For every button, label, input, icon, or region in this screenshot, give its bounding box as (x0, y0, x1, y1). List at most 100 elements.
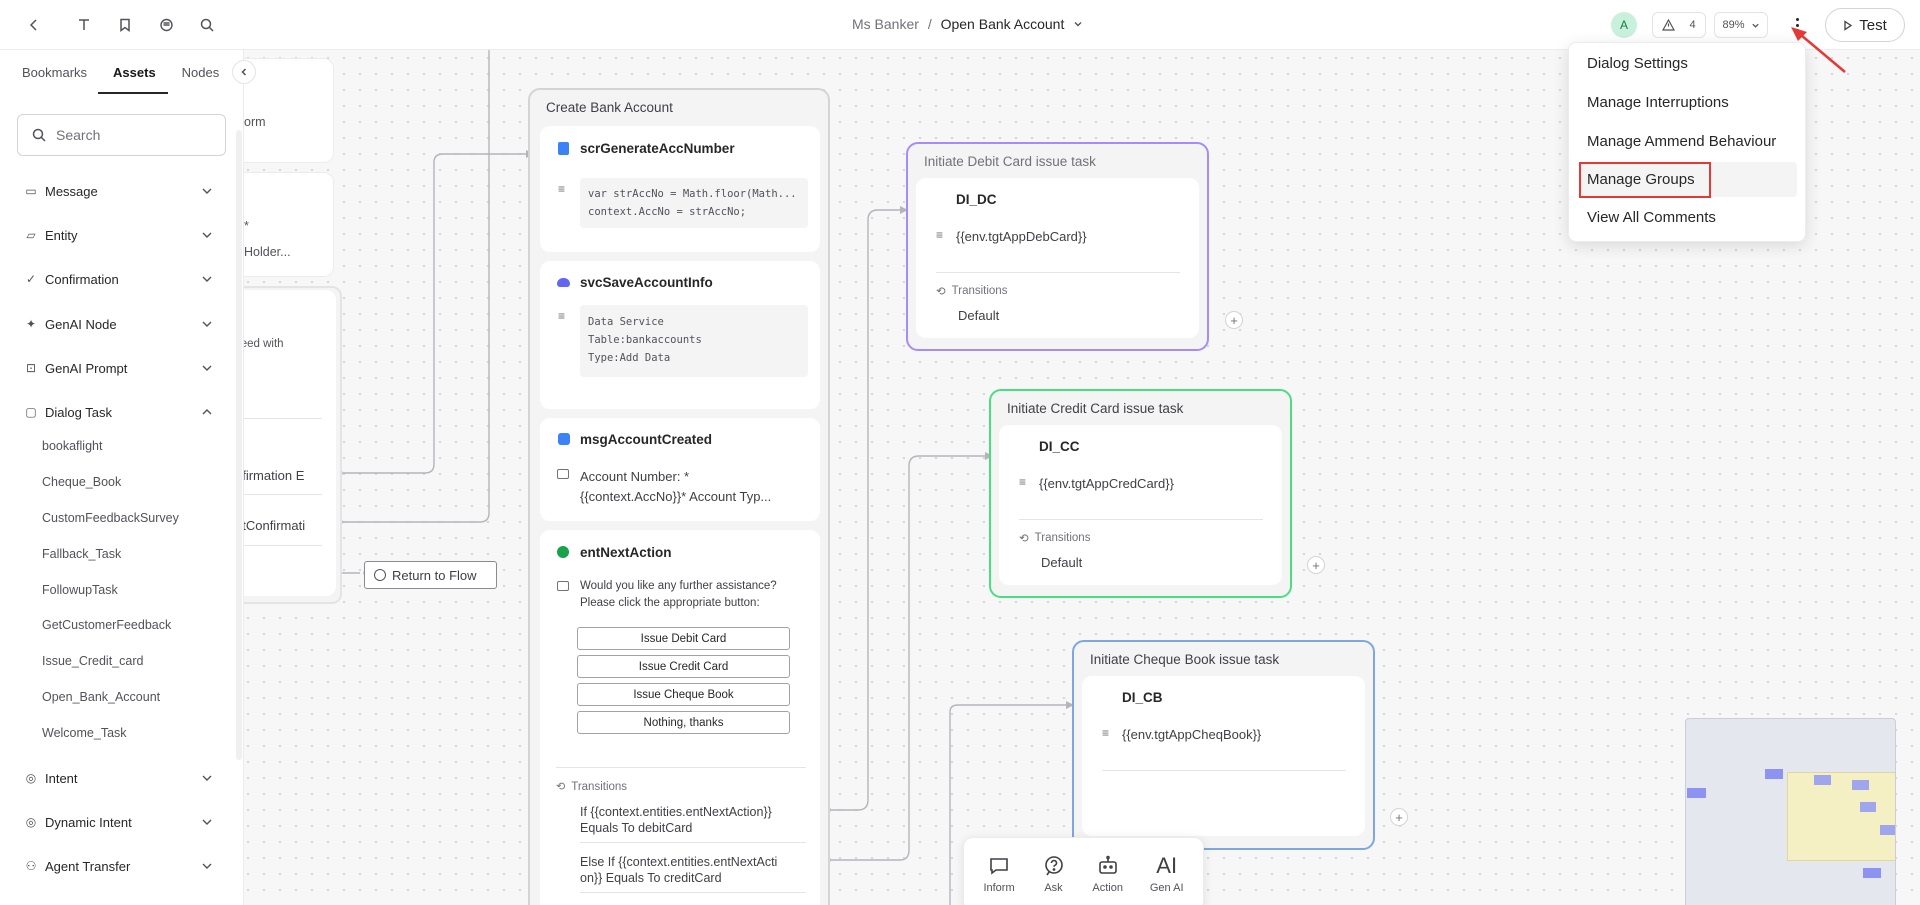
category-dynamic-intent[interactable]: ◎ Dynamic Intent (24, 808, 214, 836)
lines-icon: ≡ (558, 182, 566, 196)
script-node[interactable]: scrGenerateAccNumber ≡ var strAccNo = Ma… (540, 126, 820, 252)
chevron-down-icon (202, 321, 212, 327)
partial-node-card-2[interactable]: * Holder... (230, 172, 334, 277)
category-agent-transfer[interactable]: ⚇ Agent Transfer (24, 852, 214, 880)
add-node-button[interactable]: + (1225, 311, 1243, 329)
node-title: DI_CC (1039, 439, 1080, 454)
menu-item-manage-groups[interactable]: Manage Groups (1587, 171, 1695, 188)
warning-icon (1662, 19, 1676, 31)
issue-credit-card-button[interactable]: Issue Credit Card (577, 655, 790, 678)
divider (580, 842, 806, 843)
dialog-task-item[interactable]: Cheque_Book (42, 475, 122, 489)
sidebar-scrollbar[interactable] (236, 130, 242, 760)
category-message[interactable]: ▭ Message (24, 177, 214, 205)
tab-bookmarks[interactable]: Bookmarks (22, 64, 88, 80)
text-icon[interactable] (72, 13, 96, 37)
search-icon[interactable] (195, 13, 219, 37)
chevron-down-icon (202, 775, 212, 781)
add-node-button[interactable]: + (1390, 808, 1408, 826)
dialog-invoke-node[interactable]: DI_CB ≡ {{env.tgtAppCheqBook}} (1082, 676, 1365, 836)
ask-tool[interactable]: Ask (1042, 854, 1066, 894)
kebab-icon (1795, 18, 1799, 21)
test-button[interactable]: Test (1825, 8, 1905, 42)
chevron-down-icon[interactable] (1073, 19, 1083, 29)
sidebar-tabs: Bookmarks Assets Nodes (10, 50, 231, 94)
message-icon (558, 433, 570, 445)
dialog-task-item[interactable]: Fallback_Task (42, 547, 122, 561)
add-node-button[interactable]: + (1307, 556, 1325, 574)
service-node[interactable]: svcSaveAccountInfo ≡ Data Service Table:… (540, 261, 820, 409)
dialog-invoke-node[interactable]: DI_DC ≡ {{env.tgtAppDebCard}} ⟲ Transiti… (916, 178, 1199, 338)
category-label: Message (45, 183, 98, 199)
category-genai-node[interactable]: ✦ GenAI Node (24, 310, 214, 338)
transition-if[interactable]: If {{context.entities.entNextAction}} Eq… (580, 804, 772, 836)
menu-item-dialog-settings[interactable]: Dialog Settings (1587, 55, 1688, 72)
partial-node-card-3[interactable]: ceed with nfirmation E ntConfirmati (232, 290, 336, 596)
warnings-badge[interactable]: 4 (1652, 12, 1706, 38)
lines-icon: ≡ (936, 228, 944, 242)
group-title: Initiate Cheque Book issue task (1090, 652, 1280, 667)
tab-assets[interactable]: Assets (113, 64, 156, 80)
menu-item-manage-ammend-behaviour[interactable]: Manage Ammend Behaviour (1587, 133, 1777, 150)
action-tool[interactable]: Action (1092, 854, 1123, 894)
collapse-sidebar-button[interactable] (232, 60, 256, 84)
zoom-select[interactable]: 89% (1714, 12, 1768, 38)
category-genai-prompt[interactable]: ⊡ GenAI Prompt (24, 354, 214, 382)
lines-icon: ≡ (1019, 475, 1027, 489)
cheque-book-group[interactable]: Initiate Cheque Book issue task DI_CB ≡ … (1072, 640, 1375, 850)
breadcrumb-bot[interactable]: Ms Banker (852, 16, 919, 32)
service-line: Type:Add Data (588, 352, 671, 364)
inform-tool[interactable]: Inform (983, 854, 1015, 894)
genai-tool[interactable]: AI Gen AI (1150, 854, 1184, 895)
dialog-task-item[interactable]: FollowupTask (42, 583, 118, 597)
minimap-viewport[interactable] (1787, 772, 1895, 861)
default-transition[interactable]: Default (1041, 555, 1083, 570)
transition-else-if[interactable]: Else If {{context.entities.entNextActi o… (580, 854, 777, 886)
back-icon[interactable] (22, 13, 46, 37)
menu-item-manage-interruptions[interactable]: Manage Interruptions (1587, 94, 1729, 111)
category-intent[interactable]: ◎ Intent (24, 764, 214, 792)
default-transition[interactable]: Default (958, 308, 1000, 323)
menu-item-view-all-comments[interactable]: View All Comments (1587, 209, 1716, 226)
debit-card-group[interactable]: Initiate Debit Card issue task DI_DC ≡ {… (906, 142, 1209, 351)
play-icon (1844, 19, 1853, 31)
breadcrumb-current[interactable]: Open Bank Account (940, 16, 1065, 32)
code-block: var strAccNo = Math.floor(Math... contex… (580, 178, 808, 228)
message-node[interactable]: msgAccountCreated Account Number: * {{co… (540, 418, 820, 521)
menu-item-highlight-row (1579, 162, 1797, 197)
avatar[interactable]: A (1611, 12, 1637, 38)
dialog-task-item[interactable]: Welcome_Task (42, 726, 127, 740)
category-dialog-task[interactable]: ▢ Dialog Task (24, 398, 214, 426)
issue-debit-card-button[interactable]: Issue Debit Card (577, 627, 790, 650)
dialog-task-item[interactable]: GetCustomerFeedback (42, 618, 172, 632)
dialog-task-item[interactable]: bookaflight (42, 439, 103, 453)
create-bank-account-group[interactable]: Create Bank Account scrGenerateAccNumber… (528, 88, 830, 905)
transitions-label: ⟲ Transitions (556, 780, 627, 794)
category-confirmation[interactable]: ✓ Confirmation (24, 265, 214, 293)
chevron-down-icon (202, 232, 212, 238)
node-title: DI_CB (1122, 690, 1163, 705)
category-label: Intent (45, 770, 78, 786)
nothing-thanks-button[interactable]: Nothing, thanks (577, 711, 790, 734)
issue-cheque-book-button[interactable]: Issue Cheque Book (577, 683, 790, 706)
credit-card-group[interactable]: Initiate Credit Card issue task DI_CC ≡ … (989, 389, 1292, 598)
node-title: svcSaveAccountInfo (580, 275, 713, 290)
dialog-task-item[interactable]: CustomFeedbackSurvey (42, 511, 179, 525)
divider (936, 272, 1180, 273)
minimap[interactable] (1685, 718, 1896, 905)
transition-line: Equals To debitCard (580, 821, 693, 835)
dialog-task-item[interactable]: Open_Bank_Account (42, 690, 161, 704)
dialog-task-item[interactable]: Issue_Credit_card (42, 654, 144, 668)
node-title: scrGenerateAccNumber (580, 141, 735, 156)
category-entity[interactable]: ▱ Entity (24, 221, 214, 249)
tab-nodes[interactable]: Nodes (181, 64, 220, 80)
search-input[interactable] (56, 127, 206, 143)
divider (242, 545, 322, 546)
return-to-flow-node[interactable]: Return to Flow (364, 561, 497, 589)
menu-item-manage-groups-outline (1579, 162, 1711, 198)
search-box[interactable] (17, 114, 226, 156)
dialog-invoke-node[interactable]: DI_CC ≡ {{env.tgtAppCredCard}} ⟲ Transit… (999, 425, 1282, 585)
service-line: Table:bankaccounts (588, 334, 702, 346)
comment-icon[interactable] (154, 13, 178, 37)
bookmark-icon[interactable] (113, 13, 137, 37)
